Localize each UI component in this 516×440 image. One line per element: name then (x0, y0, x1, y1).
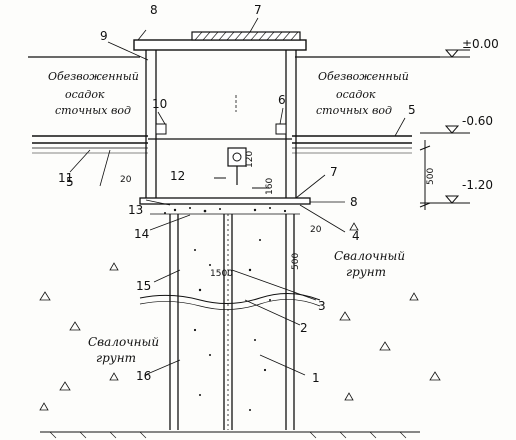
right-dimension: 500 (419, 140, 436, 210)
dim-20-right: 20 (310, 225, 322, 235)
dim-500: 500 (291, 253, 301, 270)
leader-lines (69, 17, 406, 376)
shaft-walls (145, 50, 297, 198)
bottom-hatch (49, 431, 407, 439)
soil-marks (39, 222, 441, 411)
elevation-marker-mid: -0.60 (420, 114, 493, 134)
horizontal-pipe (32, 135, 412, 154)
dim-20-left: 20 (120, 175, 132, 185)
base-gravel (164, 207, 287, 214)
elevation-top-label: ±0.00 (462, 37, 499, 51)
dim-1500: 1500 (210, 269, 233, 279)
elevation-marker-top: ±0.00 (444, 37, 499, 58)
callout-13: 13 (128, 203, 143, 217)
soil-right-line2: грунт (346, 265, 386, 279)
callout-4: 4 (352, 229, 360, 243)
elevation-mid-label: -0.60 (462, 114, 493, 128)
plate-10 (155, 123, 167, 135)
callout-10: 10 (152, 97, 167, 111)
soil-right-line1: Свалочный (334, 249, 405, 263)
valve-assembly (214, 147, 268, 189)
hatch-hatching (194, 31, 299, 41)
elevation-low-label: -1.20 (462, 178, 493, 192)
sludge-right-line1: Обезвоженный (318, 70, 409, 83)
callout-15: 15 (136, 279, 151, 293)
callout-7-lower: 7 (330, 165, 338, 179)
hatch-cover (191, 31, 301, 41)
soil-left-line2: грунт (96, 351, 136, 365)
pile-body (169, 214, 295, 430)
dim-500-right: 500 (426, 168, 436, 185)
dim-160: 160 (265, 178, 275, 195)
dim-120: 120 (245, 151, 255, 168)
sludge-left-line1: Обезвоженный (48, 70, 139, 83)
callout-3: 3 (318, 299, 326, 313)
callout-12: 12 (170, 169, 185, 183)
sludge-left-line2: осадок (65, 88, 105, 101)
callout-1: 1 (312, 371, 320, 385)
callout-6: 6 (278, 93, 286, 107)
sludge-right-line2: осадок (336, 88, 376, 101)
base-plate (139, 197, 311, 205)
callout-16: 16 (136, 369, 151, 383)
callout-5-left: 5 (66, 175, 74, 189)
sludge-left-line3: сточных вод (55, 104, 131, 117)
callout-2: 2 (300, 321, 308, 335)
callout-8: 8 (150, 3, 158, 17)
callout-7-top: 7 (254, 3, 262, 17)
callout-9: 9 (100, 29, 108, 43)
callout-11: 11 (58, 171, 73, 185)
elevation-marker-low: -1.20 (420, 178, 493, 204)
cover-slab (133, 39, 307, 51)
sludge-right-line3: сточных вод (316, 104, 392, 117)
plate-6 (275, 123, 287, 135)
soil-left-line1: Свалочный (88, 335, 159, 349)
callout-5-right: 5 (408, 103, 416, 117)
callout-14: 14 (134, 227, 149, 241)
pile-fill-dots (193, 239, 271, 411)
callout-8-lower: 8 (350, 195, 358, 209)
